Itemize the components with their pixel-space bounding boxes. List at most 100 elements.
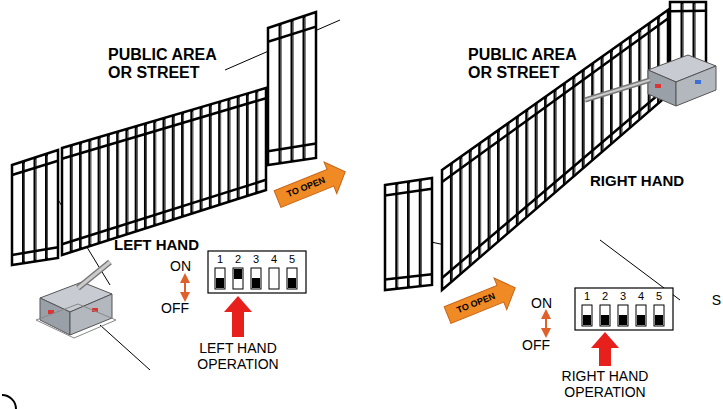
gate-bar (516, 117, 519, 225)
gate-bar (70, 145, 73, 252)
gate-bar (638, 30, 641, 119)
gate-bar (88, 140, 91, 246)
gate-bar-shade (565, 85, 566, 182)
dip-switches (215, 268, 664, 326)
gate-bar-shade (489, 139, 490, 248)
gate-rail (12, 161, 58, 175)
edge-letter: S (712, 292, 721, 308)
off-label: OFF (161, 300, 189, 316)
gate-bar (544, 97, 547, 201)
leaf-frame (12, 150, 58, 265)
gate-leaf (268, 12, 316, 165)
switch-number: 4 (634, 290, 648, 303)
switch-number: 1 (213, 253, 227, 266)
switch-knob (234, 269, 242, 279)
gate-bar (45, 154, 48, 260)
switch-slot (251, 268, 261, 289)
gate-bar (497, 130, 500, 241)
gate-leaf (62, 88, 266, 255)
gate-rail (62, 98, 266, 159)
gate-leaf (442, 10, 668, 290)
gate-bar-shade (47, 156, 48, 258)
gate-operator (585, 55, 716, 106)
hand-label: LEFT HAND (114, 236, 199, 253)
gate-bar-shade (409, 184, 410, 286)
switch-knob (583, 315, 591, 325)
gate-bar (554, 90, 557, 193)
on-off-arrow (184, 278, 186, 297)
gate-bar (535, 103, 538, 208)
dip-switch-box (575, 288, 673, 330)
gate-bar-shade (536, 105, 537, 206)
switch-number: 4 (267, 253, 281, 266)
switch-number: 2 (231, 253, 245, 266)
gate-bar-shade (238, 98, 239, 197)
gate-bar-shade (72, 147, 73, 250)
gate-bar-shade (612, 52, 613, 142)
gate-rail (268, 143, 316, 151)
gate-bar (200, 107, 203, 211)
on-label: ON (170, 258, 191, 274)
partial-circle (2, 395, 16, 409)
pointer-arrow (591, 332, 619, 366)
gate-bar-shade (461, 159, 462, 272)
gate-bar-shade (257, 93, 258, 191)
gate-bar-shade (574, 79, 575, 175)
gate-bar-shade (164, 120, 165, 221)
boundary-line (40, 20, 680, 370)
gate-bar-shade (174, 117, 175, 217)
gate-bar-shade (248, 95, 249, 193)
leaf-frame (385, 178, 432, 290)
switch-knob (655, 315, 663, 325)
gate-bar-shade (499, 132, 500, 239)
gate-bar (450, 163, 453, 282)
gate-bar (395, 183, 398, 289)
gate-bar-shade (127, 131, 128, 232)
gate-bar (610, 50, 613, 144)
gate-bar (459, 157, 462, 274)
dip-switch-box (208, 251, 306, 293)
switch-number: 1 (580, 290, 594, 303)
gate-bar-shade (452, 165, 453, 280)
switch-slot (233, 268, 243, 289)
gate-bar (209, 104, 212, 207)
gate-bar (34, 158, 37, 262)
gate-bar (582, 70, 585, 168)
gate-bar (419, 180, 422, 287)
gate-bar (135, 126, 138, 231)
switch-knob (288, 278, 296, 288)
gate-leaves (12, 2, 706, 290)
gate-bar-shade (220, 104, 221, 203)
gate-leaf (12, 150, 58, 265)
switch-slot (215, 268, 225, 289)
gate-bar-shade (480, 145, 481, 255)
switch-slot (287, 268, 297, 289)
gate-bar (163, 118, 166, 223)
gate-bar-shade (35, 160, 36, 260)
gate-bar (255, 91, 258, 193)
gate-bar-shade (527, 112, 528, 215)
gate-bar (478, 143, 481, 257)
gate-rail (12, 247, 58, 255)
gate-bar (79, 143, 82, 250)
gate-bar (279, 24, 282, 163)
switch-slot (654, 305, 664, 326)
gate-bar-shade (593, 65, 594, 158)
switch-knob (601, 315, 609, 325)
gate-rail (268, 27, 316, 42)
gate-bar (629, 37, 632, 128)
gate-leaf (385, 178, 432, 290)
gate-bar-shade (280, 26, 281, 161)
gate-bar (218, 102, 221, 205)
gate-bar-shade (555, 92, 556, 191)
gate-bar (407, 182, 410, 288)
gate-bar (572, 77, 575, 177)
area-label: PUBLIC AREA OR STREET (468, 46, 598, 83)
gate-bar-shade (90, 142, 91, 244)
switch-number: 3 (249, 253, 263, 266)
switch-slot (269, 268, 279, 289)
area-label: PUBLIC AREA OR STREET (108, 46, 238, 83)
gate-bar (98, 137, 101, 243)
gate-rail (385, 189, 432, 196)
gate-bar-shade (81, 145, 82, 248)
